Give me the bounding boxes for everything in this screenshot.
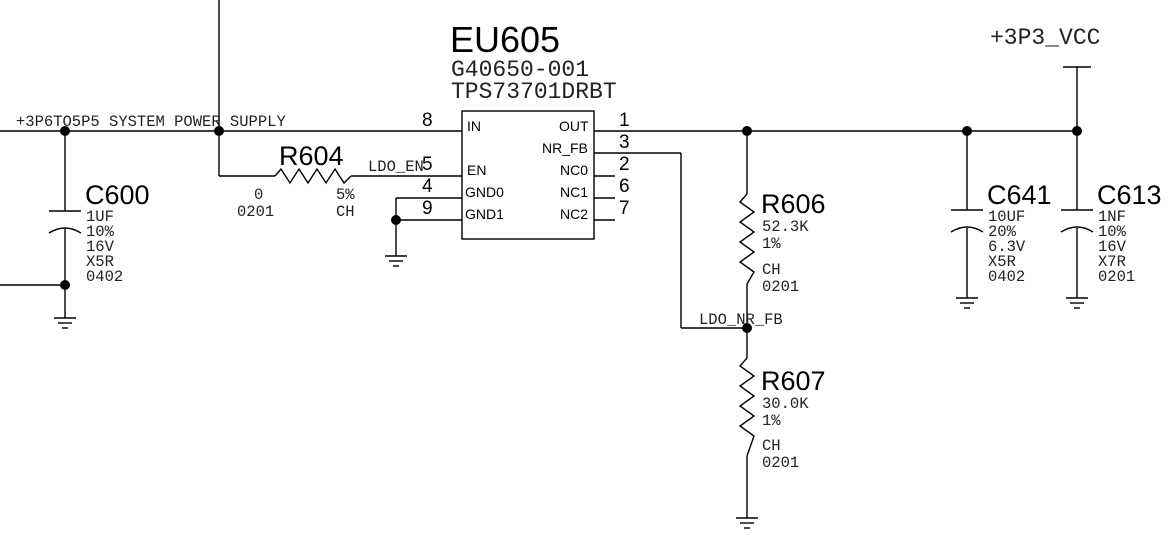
c613-tolerance: 10% [1098,223,1127,241]
r604-value: 0 [254,186,263,204]
pin-name-nc1: NC1 [560,184,588,200]
resistor-r606: R606 52.3K 1% CH 0201 [738,189,826,296]
pin-name-gnd0: GND0 [465,184,504,200]
r607-tolerance: 1% [762,412,781,430]
ground-icon [385,255,407,267]
pin-num-7: 7 [619,198,630,219]
c613-dielectric: X7R [1098,253,1126,271]
capacitor-c600: C600 1UF 10% 16V X5R 0402 [48,180,150,286]
pin-num-8: 8 [422,110,433,131]
junctions [60,126,1082,333]
ground-icon [736,517,758,529]
pin-name-en: EN [467,162,486,178]
c613-value: 1NF [1098,208,1126,226]
ground-symbols [54,255,1088,529]
c600-tolerance: 10% [86,223,115,241]
c641-voltage: 6.3V [988,238,1026,256]
ic-part-number: G40650-001 [451,57,589,83]
pin-num-5: 5 [422,154,433,175]
pin-num-3: 3 [619,132,630,153]
pin-name-in: IN [467,118,481,134]
r607-type: CH [762,437,781,455]
ground-icon [54,317,76,329]
c613-voltage: 16V [1098,238,1127,256]
r604-tolerance: 5% [336,186,355,204]
r606-type: CH [762,261,781,279]
c613-ref: C613 [1097,180,1162,210]
c600-dielectric: X5R [86,253,114,271]
pin-num-9: 9 [422,198,433,219]
ic-eu605: EU605 G40650-001 TPS73701DRBT IN 8 EN 5 … [422,19,630,240]
c600-package: 0402 [86,268,123,286]
c600-ref: C600 [85,180,150,210]
r606-value: 52.3K [762,218,809,236]
pin-num-1: 1 [619,110,630,131]
pin-num-4: 4 [422,176,433,197]
pin-name-nc2: NC2 [560,206,588,222]
r606-package: 0201 [762,278,799,296]
capacitor-c641: C641 10UF 20% 6.3V X5R 0402 [950,180,1052,286]
power-net-label: +3P3_VCC [990,25,1100,51]
ic-ref: EU605 [450,19,560,60]
r604-package: 0201 [237,203,274,221]
power-rail-symbol: +3P3_VCC [990,25,1100,68]
r604-type: CH [336,203,355,221]
ldo-nr-fb-net-label: LDO_NR_FB [699,311,783,329]
c641-tolerance: 20% [988,223,1017,241]
r606-tolerance: 1% [762,235,781,253]
pin-num-2: 2 [619,154,630,175]
pin-num-6: 6 [619,176,630,197]
c600-value: 1UF [86,208,114,226]
c641-ref: C641 [987,180,1052,210]
pin-name-gnd1: GND1 [465,206,504,222]
pin-name-nc0: NC0 [560,162,588,178]
r607-ref: R607 [761,366,826,396]
r607-package: 0201 [762,454,799,472]
r606-ref: R606 [761,189,826,219]
ldo-en-net-label: LDO_EN [368,158,424,176]
capacitor-c613: C613 1NF 10% 16V X7R 0201 [1060,180,1162,286]
c613-package: 0201 [1098,268,1135,286]
ic-device: TPS73701DRBT [451,79,617,105]
c641-value: 10UF [988,208,1025,226]
ground-icon [1066,297,1088,309]
c600-voltage: 16V [86,238,115,256]
r604-ref: R604 [279,141,344,171]
resistor-r604: R604 0 5% 0201 CH [237,141,355,221]
c641-package: 0402 [988,268,1025,286]
r607-value: 30.0K [762,395,809,413]
pin-name-out: OUT [559,118,589,134]
ground-icon [956,297,978,309]
input-net-label: +3P6TO5P5 SYSTEM POWER SUPPLY [16,113,286,131]
pin-name-nr-fb: NR_FB [542,140,588,156]
c641-dielectric: X5R [988,253,1016,271]
wires [0,0,1078,518]
resistor-r607: R607 30.0K 1% CH 0201 [738,357,826,472]
